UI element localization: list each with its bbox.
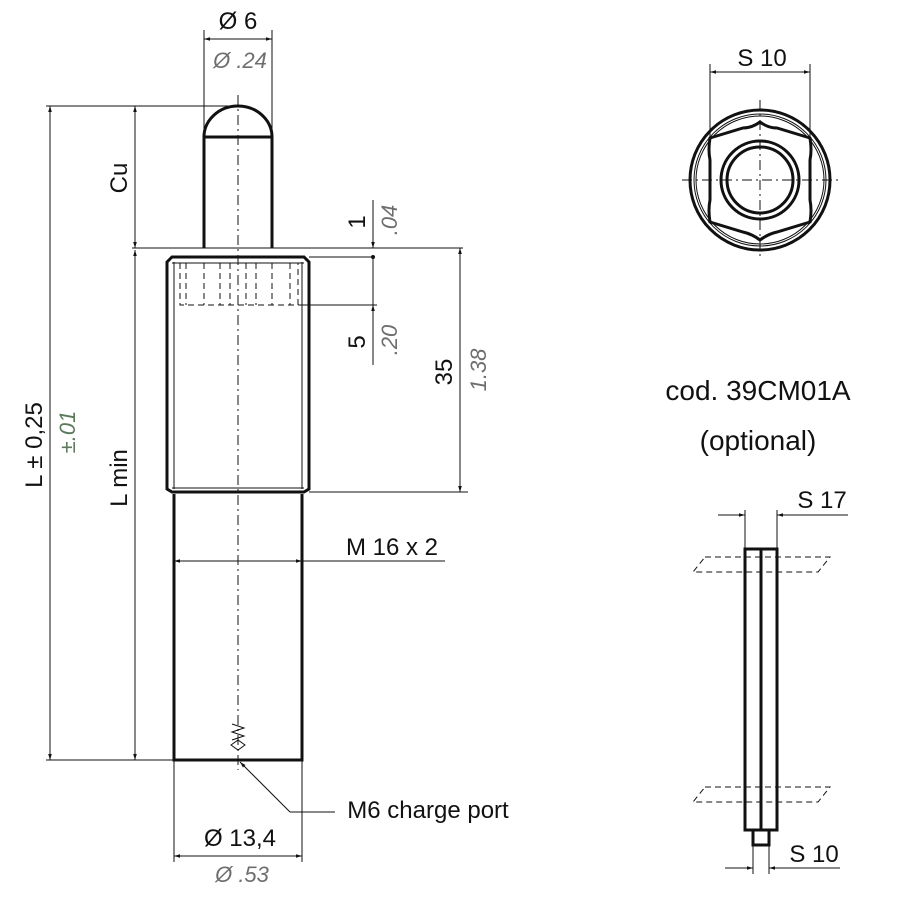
thread-label: M 16 x 2 (346, 534, 438, 561)
top-view: S 10 (682, 45, 842, 258)
tool-code: cod. 39CM01A (665, 375, 851, 406)
dimensions (46, 30, 468, 862)
top-view-size-label: S 10 (737, 45, 786, 72)
total-length-tolerance-label: ±.01 (55, 411, 80, 454)
pin (202, 137, 274, 248)
gap-inch-label: .04 (377, 205, 402, 236)
pin-diameter-label: Ø 6 (219, 8, 258, 35)
body-diameter-inch-label: Ø .53 (214, 862, 270, 887)
stroke-label: Cu (106, 163, 133, 194)
charge-port-label: M6 charge port (347, 797, 509, 824)
threaded-body (165, 255, 311, 494)
body-diameter-label: Ø 13,4 (204, 825, 276, 852)
total-length-label: L ± 0,25 (21, 402, 48, 488)
min-length-label: L min (106, 449, 133, 507)
pin-diameter-inch-label: Ø .24 (212, 48, 267, 73)
hole-depth-inch-label: .20 (377, 324, 402, 355)
thread-length-label: 35 (431, 359, 458, 386)
gap-label: 1 (344, 215, 371, 228)
thread-length-inch-label: 1.38 (466, 348, 491, 392)
key-size-bottom-label: S 10 (789, 841, 838, 868)
pin-dome (202, 104, 274, 139)
hole-depth-label: 5 (344, 335, 371, 348)
gas-spring-side-view (165, 95, 311, 770)
hex-key-view: S 17 S 10 (691, 487, 848, 874)
dimension-labels: Ø 6 Ø .24 Cu L ± 0,25 ±.01 L min 1 .04 5… (21, 8, 509, 887)
key-size-top-label: S 17 (797, 487, 846, 514)
valve-icon (230, 723, 246, 751)
tool-optional-note: (optional) (700, 425, 817, 456)
